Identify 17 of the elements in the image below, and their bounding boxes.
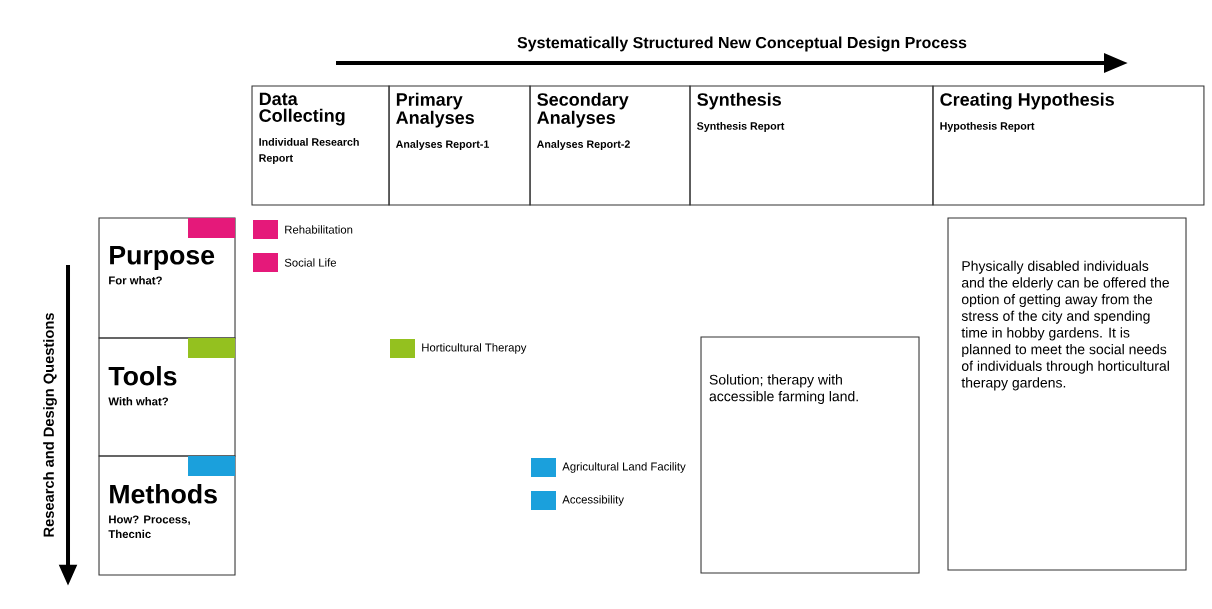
solution-box: Solution; therapy with accessible farming land. [700,336,920,574]
tag-label: Horticultural Therapy [422,343,527,354]
stage-box: Secondary Analyses Analyses Report-2 [529,85,691,206]
tag-label: Accessibility [562,495,624,506]
stage-box: Creating Hypothesis Hypothesis Report [932,85,1205,206]
tag-label: Rehabilitation [285,225,353,234]
stage-box: Synthesis Synthesis Report [689,85,934,206]
stage-box: Data Collecting Individual Research Report [251,85,390,206]
question-box: Methods How? Process, Thecnic [98,455,236,576]
title: Systematically Structured New Conceptual Design Process [517,36,967,52]
question-box: Tools With what? [98,337,236,457]
axis-label: Research and Design Questions [43,313,57,537]
stage-box: Primary Analyses Analyses Report-1 [388,85,531,206]
hypothesis-box: Physically disabled individuals and the elderly can be offered the option of getting away from the stress of the city and spending time in hobby gardens. It is planned to meet the social needs of individuals through horticultural therapy gardens. [947,217,1187,571]
tag-label: Social Life [284,258,337,267]
question-box: Purpose For what? [98,217,236,339]
tag-label: Agricultural Land Facility [562,462,686,473]
